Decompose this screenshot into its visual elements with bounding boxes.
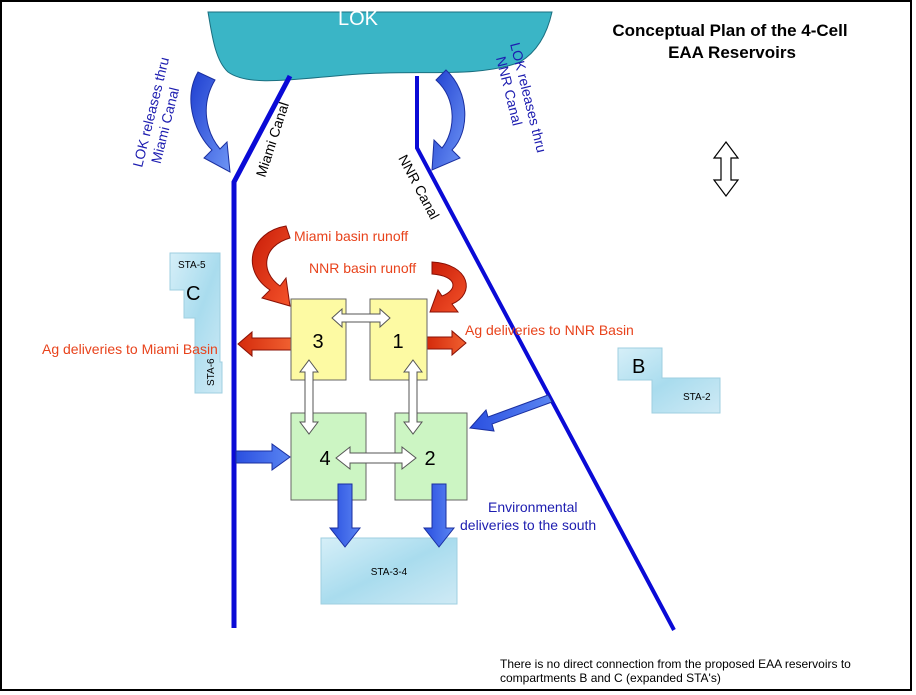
nnr-release-label: LOK releases thru NNR Canal xyxy=(493,41,550,154)
sta6-label: STA-6 xyxy=(206,358,217,386)
env-label-line2: deliveries to the south xyxy=(460,517,596,533)
compartment-c-shape xyxy=(169,252,223,394)
sta34-label: STA-3-4 xyxy=(371,567,408,578)
outflow-2-arrow-icon xyxy=(422,483,456,548)
nnr-release-arrow-icon xyxy=(431,69,466,171)
compartment-b-shape xyxy=(617,347,721,414)
ag-nnr-label: Ag deliveries to NNR Basin xyxy=(465,322,634,338)
double-arrow-icon xyxy=(712,141,740,197)
cell-3-box xyxy=(290,298,347,381)
connection-note: There is no direct connection from the p… xyxy=(500,657,851,685)
ag-nnr-arrow-icon xyxy=(426,329,467,357)
connector-4-2-icon xyxy=(335,445,417,471)
ag-miami-arrow-icon xyxy=(237,330,292,358)
miami-inflow-arrow-icon xyxy=(235,443,291,471)
miami-canal-line xyxy=(231,74,293,628)
title-line1: Conceptual Plan of the 4-Cell xyxy=(612,21,847,40)
cell-3-label: 3 xyxy=(312,331,323,353)
lake-okeechobee xyxy=(207,11,553,82)
title-line2: EAA Reservoirs xyxy=(668,43,796,62)
outflow-4-arrow-icon xyxy=(328,483,362,548)
cell-2-label: 2 xyxy=(424,448,435,470)
sta5-label: STA-5 xyxy=(178,260,206,271)
env-label-line1: Environmental xyxy=(488,499,578,515)
miami-runoff-label: Miami basin runoff xyxy=(294,228,408,244)
cell-1-label: 1 xyxy=(392,331,403,353)
connector-3-4-icon xyxy=(299,359,319,435)
compartment-b-letter: B xyxy=(632,356,645,378)
miami-runoff-arrow-icon xyxy=(251,225,291,307)
nnr-runoff-arrow-icon xyxy=(429,261,467,313)
nnr-inflow-arrow-icon xyxy=(468,394,553,432)
compartment-c-letter: C xyxy=(186,283,200,305)
nnr-runoff-label: NNR basin runoff xyxy=(309,260,416,276)
lake-label: LOK xyxy=(338,8,379,30)
miami-release-arrow-icon xyxy=(190,71,231,173)
ag-miami-label: Ag deliveries to Miami Basin xyxy=(42,341,218,357)
sta2-label: STA-2 xyxy=(683,392,711,403)
nnr-canal-line xyxy=(415,76,676,631)
cell-4-label: 4 xyxy=(319,448,330,470)
miami-release-label: LOK releases thru Miami Canal xyxy=(129,55,182,168)
sta34-shape xyxy=(320,537,458,605)
connector-3-1-icon xyxy=(331,307,391,329)
connector-1-2-icon xyxy=(403,359,423,435)
